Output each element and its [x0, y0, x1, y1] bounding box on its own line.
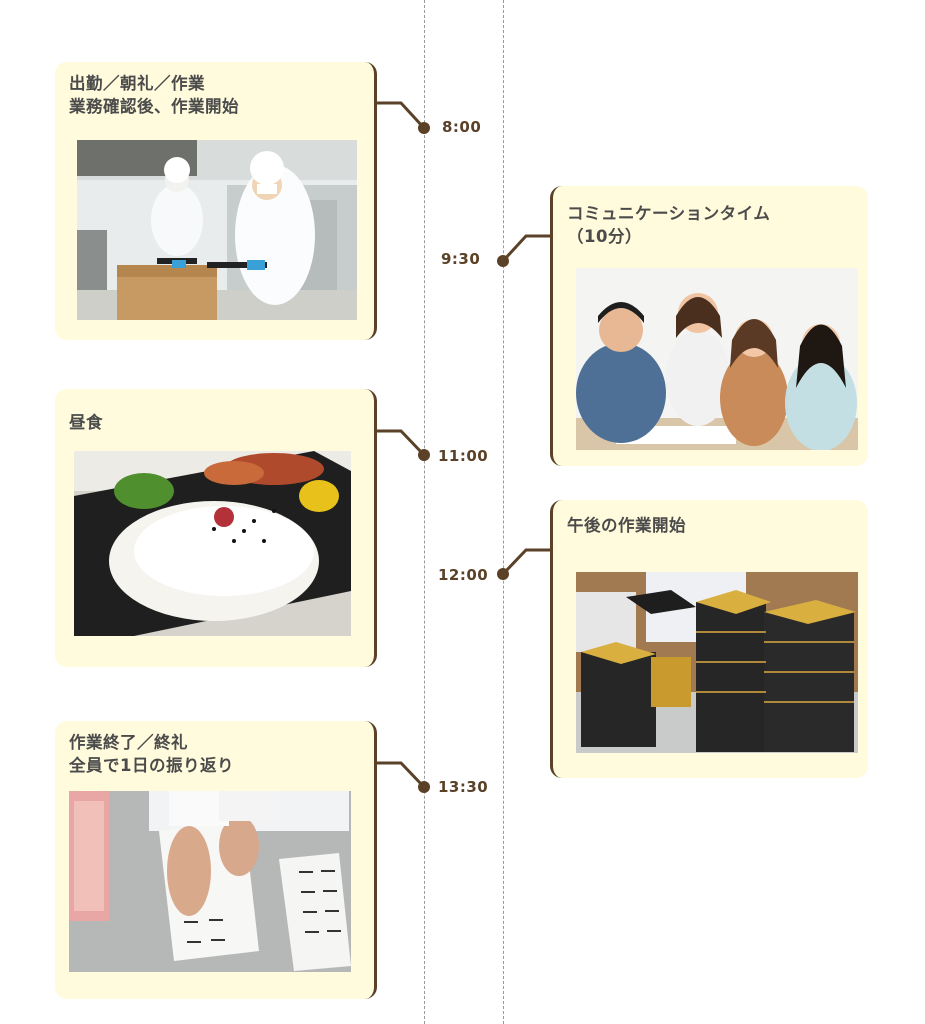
time-label-1330: 13:30 [438, 778, 489, 796]
card-title: コミュニケーションタイム （10分） [567, 204, 771, 246]
time-label-1200: 12:00 [438, 566, 489, 584]
connector-0800 [377, 101, 430, 134]
schedule-card-1330: 作業終了／終礼 全員で1日の振り返り [55, 721, 377, 999]
connector-1330 [377, 761, 430, 793]
connector-1200 [497, 548, 550, 580]
schedule-card-1100: 昼食 [55, 389, 377, 667]
card-title: 作業終了／終礼 全員で1日の振り返り [69, 733, 234, 775]
schedule-card-0800: 出勤／朝礼／作業 業務確認後、作業開始 [55, 62, 377, 340]
card-title: 昼食 [69, 413, 103, 432]
connector-0930 [497, 234, 550, 267]
time-label-1100: 11:00 [438, 447, 489, 465]
card-title: 出勤／朝礼／作業 業務確認後、作業開始 [69, 74, 239, 116]
time-label-0800: 8:00 [442, 118, 482, 136]
team-meeting-photo [576, 268, 858, 450]
card-title: 午後の作業開始 [567, 516, 686, 535]
bento-lunch-photo [74, 451, 351, 636]
schedule-card-1200: 午後の作業開始 [550, 500, 868, 778]
time-label-0930: 9:30 [441, 250, 481, 268]
label-documents-photo [69, 791, 351, 972]
kitchen-workers-photo [77, 140, 357, 320]
schedule-card-0930: コミュニケーションタイム （10分） [550, 186, 868, 466]
timeline-line-right [503, 0, 504, 1024]
connector-1100 [377, 429, 430, 461]
bento-boxes-photo [576, 572, 858, 753]
timeline-line-left [424, 0, 425, 1024]
